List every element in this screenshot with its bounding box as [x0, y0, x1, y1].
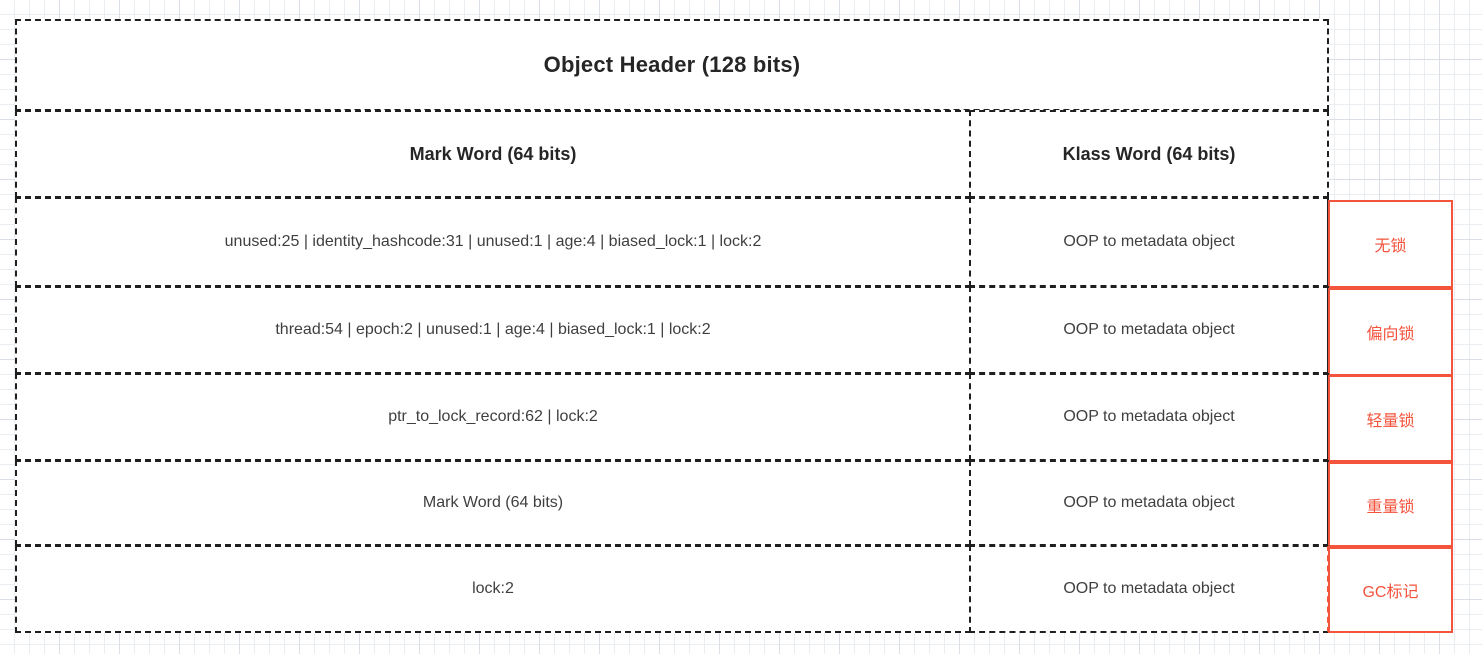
mark-word-cell-row3: ptr_to_lock_record:62 | lock:2 [15, 373, 971, 461]
mark-word-cell-row1: unused:25 | identity_hashcode:31 | unuse… [15, 197, 971, 287]
mark-word-cell-row5: lock:2 [15, 545, 971, 633]
lock-state-tag-row5: GC标记 [1328, 547, 1453, 633]
lock-state-tag-row1: 无锁 [1328, 200, 1453, 288]
klass-word-cell-row3: OOP to metadata object [969, 373, 1329, 461]
klass-word-cell-row4: OOP to metadata object [969, 460, 1329, 546]
mark-word-cell-row4: Mark Word (64 bits) [15, 460, 971, 546]
lock-state-tag-row2: 偏向锁 [1328, 288, 1453, 376]
klass-word-cell-row5: OOP to metadata object [969, 545, 1329, 633]
mark-word-cell-row2: thread:54 | epoch:2 | unused:1 | age:4 |… [15, 286, 971, 374]
object-header-title: Object Header (128 bits) [15, 19, 1329, 111]
lock-state-tag-row3: 轻量锁 [1328, 375, 1453, 462]
column-header-mark-word: Mark Word (64 bits) [15, 110, 971, 198]
column-header-klass-word: Klass Word (64 bits) [969, 110, 1329, 198]
klass-word-cell-row1: OOP to metadata object [969, 197, 1329, 287]
klass-word-cell-row2: OOP to metadata object [969, 286, 1329, 374]
lock-state-tag-row4: 重量锁 [1328, 462, 1453, 547]
